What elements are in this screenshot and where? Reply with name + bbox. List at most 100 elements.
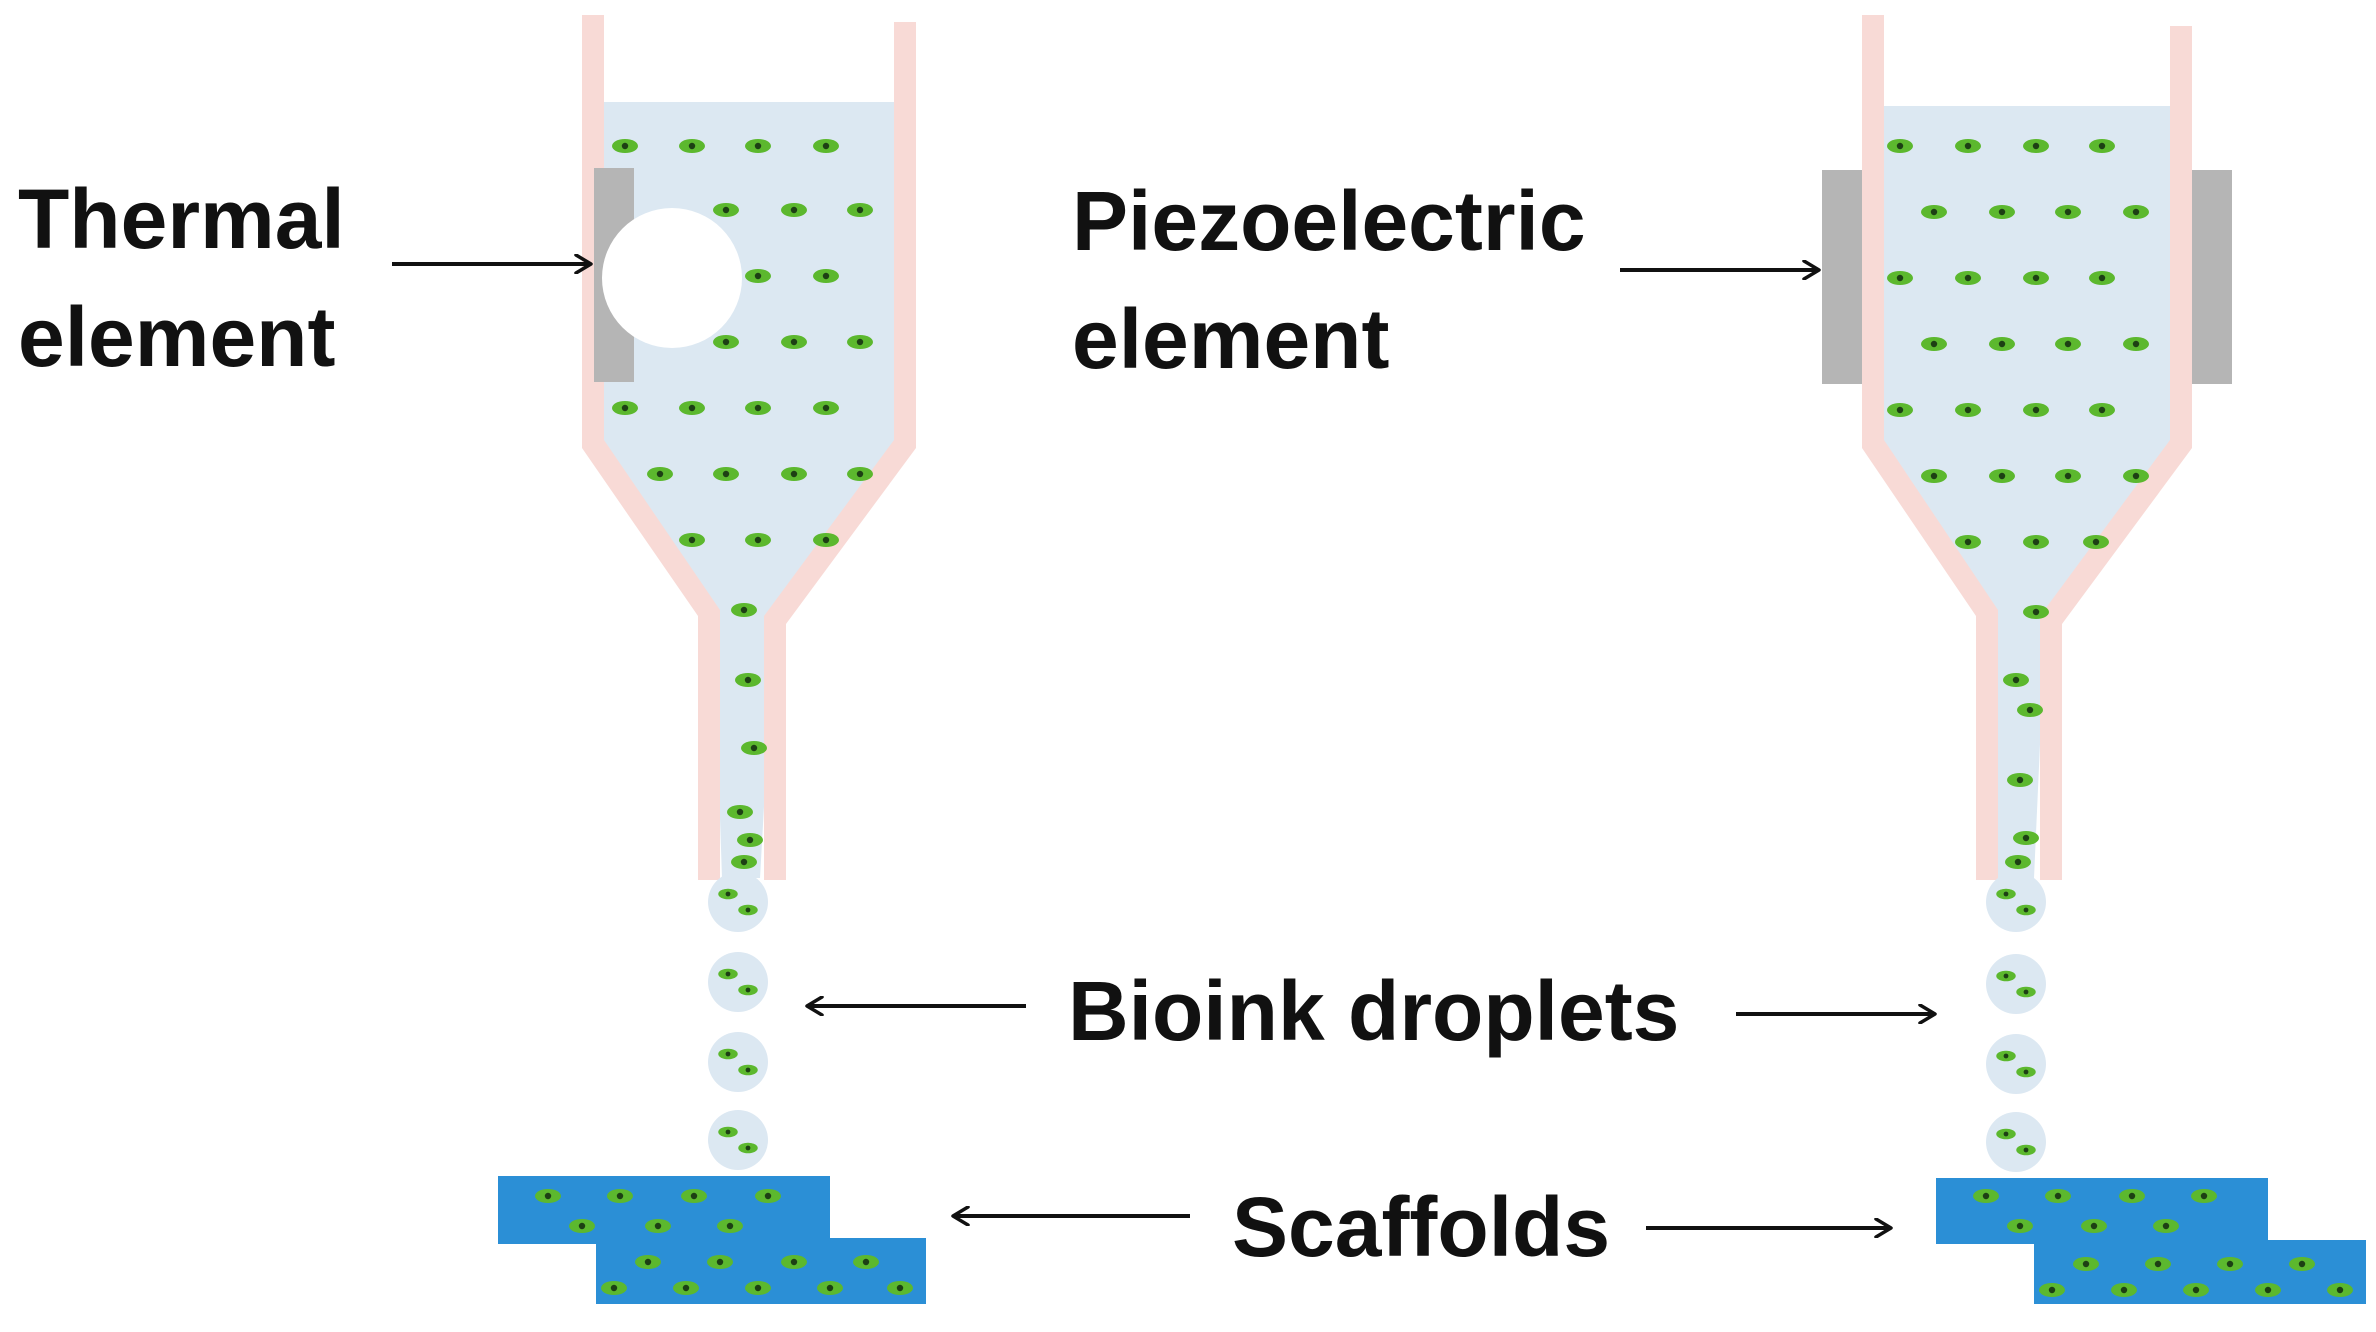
cell-icon [847,335,873,349]
thermal-element-label-line1: Thermal [18,172,345,266]
cell-icon [1921,205,1947,219]
cell-icon [1996,970,2016,982]
piezo-printhead [1822,15,2232,880]
cell-icon [738,984,758,996]
cell-icon [745,533,771,547]
cell-icon [781,203,807,217]
cell-icon [2045,1189,2071,1203]
cell-icon [647,467,673,481]
cell-icon [781,335,807,349]
scaffold-cells [535,1189,2353,1297]
cell-icon [2016,1144,2036,1156]
cell-icon [718,1126,738,1138]
cell-icon [2089,271,2115,285]
cell-icon [2017,703,2043,717]
cell-icon [2023,403,2049,417]
cell-icon [1921,469,1947,483]
cell-icon [679,401,705,415]
piezo-nozzle-cells [1887,139,2149,869]
cell-icon [735,673,761,687]
piezo-nozzle-wall-left [1862,15,1998,880]
cell-icon [887,1281,913,1295]
cell-icon [612,139,638,153]
droplet [708,952,768,1012]
cell-icon [731,603,757,617]
cell-icon [2005,855,2031,869]
cell-icon [847,203,873,217]
cell-icon [2073,1257,2099,1271]
cell-icon [679,139,705,153]
cell-icon [2023,605,2049,619]
cell-icon [1989,469,2015,483]
cell-icon [1996,1128,2016,1140]
cell-icon [1921,337,1947,351]
vapor-bubble [602,208,742,348]
cell-icon [713,203,739,217]
droplet [1986,1112,2046,1172]
cell-icon [2089,139,2115,153]
cell-icon [2123,469,2149,483]
cell-icon [1989,205,2015,219]
cell-icon [2016,1066,2036,1078]
cell-icon [738,1064,758,1076]
cell-icon [813,533,839,547]
cell-icon [2039,1283,2065,1297]
cell-icon [2255,1283,2281,1297]
droplet [1986,954,2046,1014]
cell-icon [1887,139,1913,153]
cell-icon [731,855,757,869]
droplet [1986,872,2046,932]
cell-icon [2119,1189,2145,1203]
droplet [1986,1034,2046,1094]
cell-icon [1955,403,1981,417]
cell-icon [673,1281,699,1295]
cell-icon [718,968,738,980]
cell-icon [707,1255,733,1269]
droplet [708,1110,768,1170]
cell-icon [2003,673,2029,687]
cell-icon [535,1189,561,1203]
cell-icon [717,1219,743,1233]
cell-icon [2013,831,2039,845]
cell-icon [635,1255,661,1269]
cell-icon [1996,888,2016,900]
cell-icon [2217,1257,2243,1271]
cell-icon [679,533,705,547]
cell-icon [1973,1189,1999,1203]
cell-icon [781,1255,807,1269]
cell-icon [2191,1189,2217,1203]
cell-icon [607,1189,633,1203]
piezo-nozzle-bioink [1882,106,2172,878]
cell-icon [2007,1219,2033,1233]
thermal-element-label-line2: element [18,290,335,384]
cell-icon [713,335,739,349]
cell-icon [2023,535,2049,549]
cell-icon [813,401,839,415]
bioink-droplets-label: Bioink droplets [1068,964,1679,1058]
cell-icon [727,805,753,819]
piezo-scaffold-top [1936,1178,2268,1244]
scaffolds-label: Scaffolds [1232,1180,1610,1274]
cell-icon [738,1142,758,1154]
cell-icon [1989,337,2015,351]
cell-icon [681,1189,707,1203]
cell-icon [1887,403,1913,417]
cell-icon [741,741,767,755]
piezo-element-right [2192,170,2232,384]
cell-icon [2055,337,2081,351]
cell-icon [718,888,738,900]
cell-icon [745,401,771,415]
cell-icon [853,1255,879,1269]
cell-icon [745,139,771,153]
cell-icon [2055,469,2081,483]
cell-icon [1955,535,1981,549]
cell-icon [745,269,771,283]
cell-icon [2183,1283,2209,1297]
cell-icon [2123,205,2149,219]
piezo-element-left [1822,170,1862,384]
thermal-nozzle-wall-left [582,15,720,880]
cell-icon [645,1219,671,1233]
cell-icon [781,467,807,481]
thermal-nozzle-wall-right [764,22,916,880]
cell-icon [2081,1219,2107,1233]
